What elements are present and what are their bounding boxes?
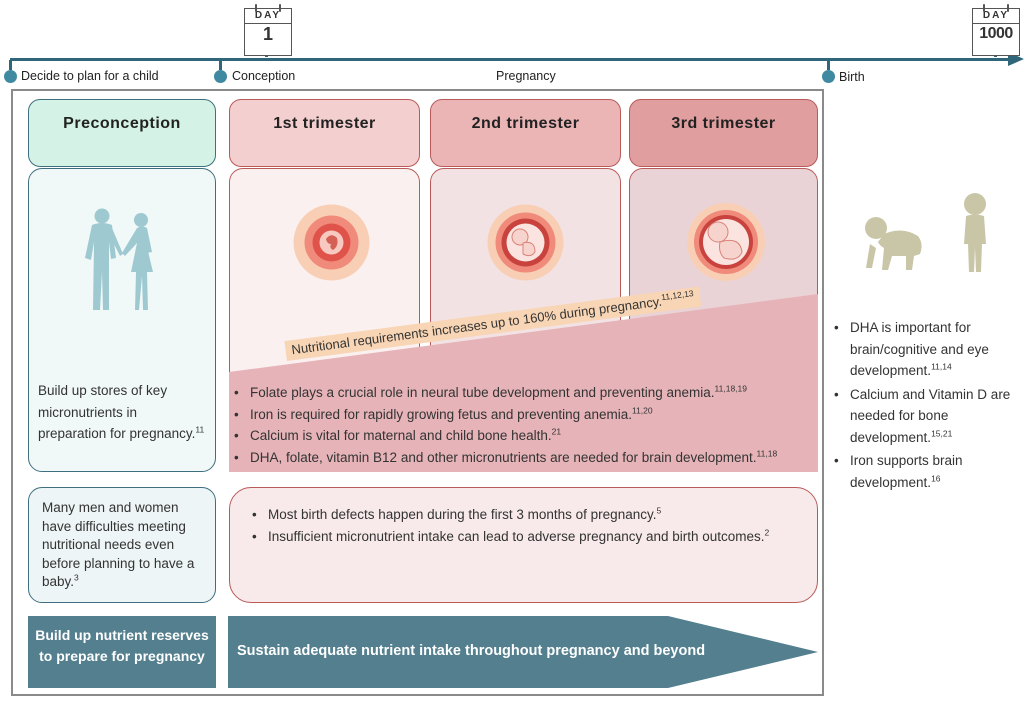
- fetus-icon: [487, 204, 564, 281]
- header-trimester-1: 1st trimester: [229, 99, 420, 167]
- difficulty-ref: 3: [74, 572, 79, 583]
- bullet-ref: 11,18: [756, 448, 778, 458]
- preconception-text-ref: 11: [195, 424, 205, 435]
- banner-ref: 11,12,13: [660, 288, 695, 303]
- day-start-label: DAY: [245, 9, 291, 24]
- build-reserves-box: Build up nutrient reserves to prepare fo…: [28, 616, 216, 688]
- day-end-label: DAY: [973, 9, 1019, 24]
- fetus-icon: [687, 203, 765, 281]
- milestone-stem: [219, 60, 222, 70]
- difficulty-text: Many men and women have difficulties mee…: [42, 500, 195, 589]
- milestone-birth: Birth: [839, 70, 865, 84]
- list-item: Iron is required for rapidly growing fet…: [232, 404, 818, 426]
- preconception-card: [28, 168, 216, 472]
- bullet-ref: 11,14: [931, 361, 952, 372]
- bullet-ref: 2: [764, 527, 770, 537]
- bullet-ref: 21: [551, 426, 562, 437]
- pregnancy-bullets: Folate plays a crucial role in neural tu…: [232, 382, 818, 468]
- pregnancy-frame: [11, 89, 824, 696]
- bullet-text: Iron supports brain development.: [850, 453, 963, 490]
- risk-card: Most birth defects happen during the fir…: [229, 487, 818, 603]
- bullet-text: Most birth defects happen during the fir…: [268, 507, 657, 522]
- list-item: Iron supports brain development.16: [832, 450, 1018, 493]
- list-item: Calcium is vital for maternal and child …: [232, 425, 818, 447]
- birth-bullets: DHA is important for brain/cognitive and…: [832, 317, 1018, 493]
- list-item: Most birth defects happen during the fir…: [250, 504, 803, 526]
- milestone-dot: [822, 70, 835, 83]
- bullet-text: Folate plays a crucial role in neural tu…: [250, 385, 715, 400]
- couple-icon: [85, 208, 153, 310]
- bullet-ref: 11,18,19: [714, 383, 747, 394]
- header-preconception: Preconception: [28, 99, 216, 167]
- toddler-icon: [964, 193, 986, 272]
- bullet-text: DHA, folate, vitamin B12 and other micro…: [250, 449, 757, 465]
- list-item: Calcium and Vitamin D are needed for bon…: [832, 384, 1018, 449]
- day-end-value: 1000: [979, 25, 1013, 42]
- bullet-ref: 5: [656, 505, 662, 516]
- difficulty-card: Many men and women have difficulties mee…: [28, 487, 216, 603]
- bullet-ref: 11,20: [631, 405, 653, 415]
- header-trimester-3: 3rd trimester: [629, 99, 818, 167]
- milestone-pregnancy: Pregnancy: [496, 69, 556, 83]
- bullet-text: Calcium is vital for maternal and child …: [250, 428, 552, 443]
- crawling-baby-icon: [865, 217, 922, 270]
- bullet-text: Iron is required for rapidly growing fet…: [250, 406, 632, 422]
- milestone-dot: [4, 70, 17, 83]
- bullet-ref: 16: [931, 473, 941, 483]
- sustain-text: Sustain adequate nutrient intake through…: [237, 643, 706, 659]
- milestone-stem: [9, 60, 12, 70]
- bullet-text: Insufficient micronutrient intake can le…: [268, 528, 765, 544]
- embryo-icon: [293, 204, 370, 281]
- calendar-icon: DAY 1000: [972, 4, 1020, 56]
- bullet-text: DHA is important for brain/cognitive and…: [850, 320, 989, 378]
- milestone-decide: Decide to plan for a child: [21, 69, 159, 83]
- calendar-icon: DAY 1: [244, 4, 292, 56]
- risk-bullets: Most birth defects happen during the fir…: [250, 504, 803, 547]
- list-item: Folate plays a crucial role in neural tu…: [232, 382, 818, 404]
- milestone-dot: [214, 70, 227, 83]
- list-item: DHA is important for brain/cognitive and…: [832, 317, 1018, 382]
- sustain-arrow: [228, 616, 818, 688]
- day-start-value: 1: [262, 24, 273, 44]
- bullet-ref: 15,21: [931, 428, 953, 438]
- preconception-text-body: Build up stores of key micronutrients in…: [38, 383, 196, 441]
- bullet-text: Calcium and Vitamin D are needed for bon…: [850, 386, 1011, 445]
- list-item: DHA, folate, vitamin B12 and other micro…: [232, 447, 818, 469]
- preconception-text: Build up stores of key micronutrients in…: [38, 380, 208, 445]
- header-trimester-2: 2nd trimester: [430, 99, 621, 167]
- timeline-line: [10, 58, 1012, 61]
- milestone-stem: [827, 60, 830, 70]
- list-item: Insufficient micronutrient intake can le…: [250, 526, 803, 548]
- milestone-conception: Conception: [232, 69, 296, 83]
